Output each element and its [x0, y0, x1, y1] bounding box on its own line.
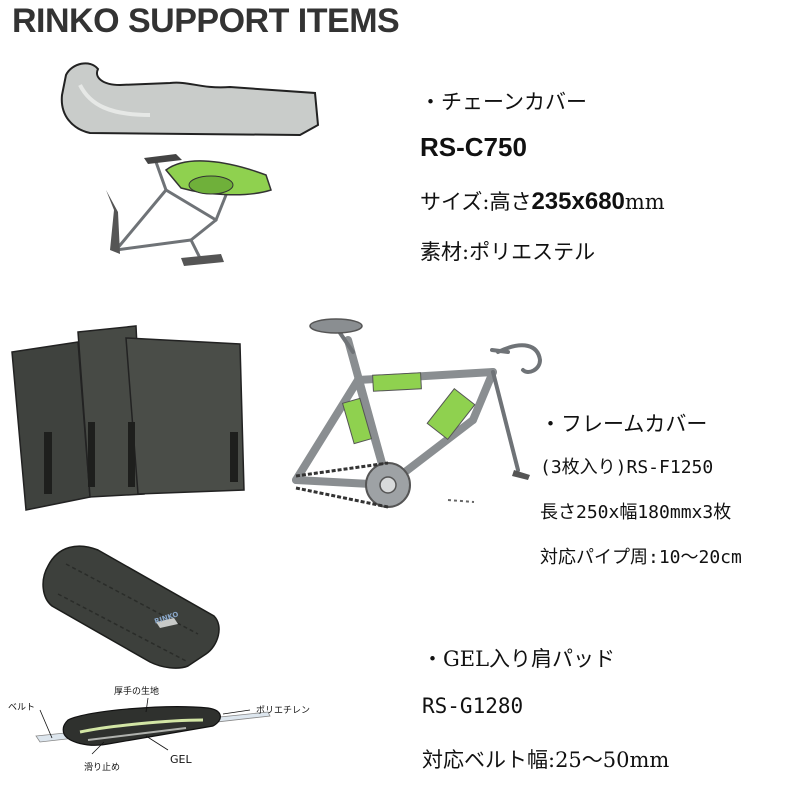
size-unit: mm — [624, 190, 665, 214]
frame-cover-pads-image — [11, 325, 245, 511]
label-gel: GEL — [170, 753, 192, 766]
shoulder-pad-code: RS-G1280 — [422, 694, 524, 718]
frame-cover-name: ・フレームカバー — [540, 412, 708, 436]
shoulder-pad-diagram — [35, 697, 271, 755]
shoulder-pad-name: ・GEL入り肩パッド — [422, 647, 616, 671]
chain-cover-name: ・チェーンカバー — [420, 90, 587, 114]
chain-cover-size: サイズ:高さ235x680mm — [420, 186, 665, 216]
shoulder-pad-belt-width: 対応ベルト幅:25〜50mm — [422, 748, 670, 772]
label-thick-fabric: 厚手の生地 — [114, 687, 160, 697]
chain-cover-bike-image — [106, 154, 272, 266]
shoulder-pad-image — [42, 545, 220, 669]
frame-cover-code: (3枚入り)RS-F1250 — [540, 457, 714, 478]
label-belt: ベルト — [8, 703, 36, 713]
label-polyethylene: ポリエチレン — [256, 706, 311, 716]
label-non-slip: 滑り止め — [84, 763, 121, 773]
frame-cover-size: 長さ250x幅180mmx3枚 — [540, 502, 732, 523]
size-prefix: サイズ:高さ — [420, 190, 532, 214]
page-title: RINKO SUPPORT ITEMS — [12, 2, 400, 40]
chain-cover-code: RS-C750 — [420, 132, 527, 162]
chain-cover-material: 素材:ポリエステル — [420, 240, 596, 264]
frame-cover-bike-image — [292, 318, 543, 509]
chain-cover-image — [60, 62, 320, 137]
size-value: 235x680 — [531, 188, 625, 215]
frame-cover-pipe: 対応パイプ周:10〜20cm — [540, 547, 742, 568]
